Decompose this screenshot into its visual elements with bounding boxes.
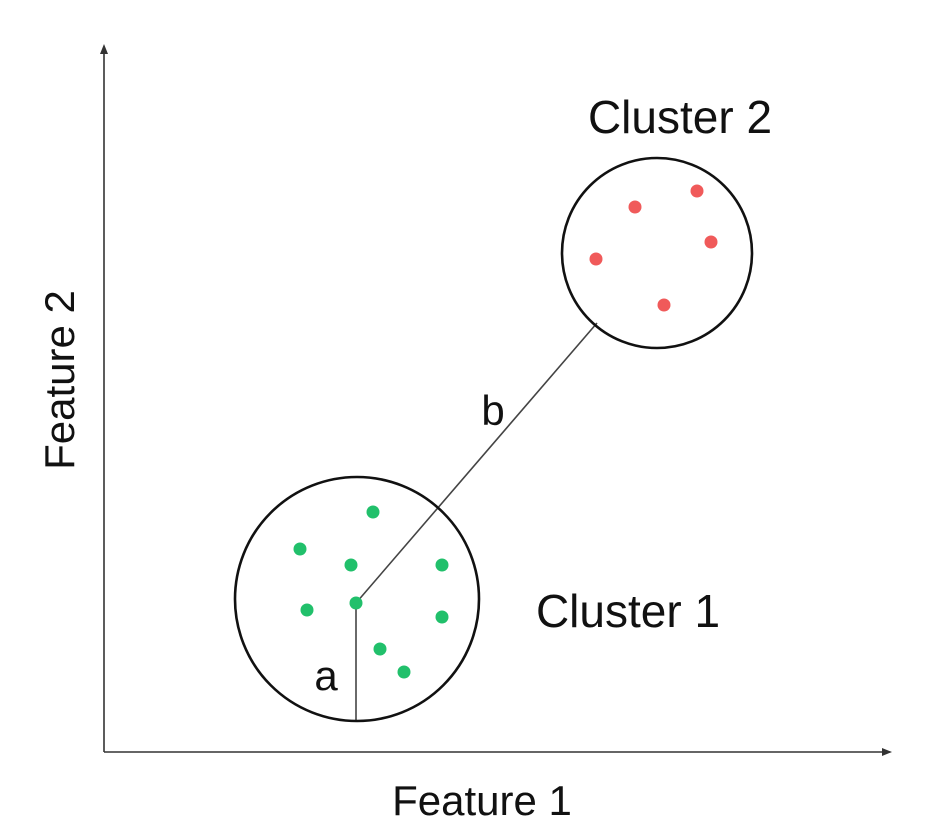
cluster-2-boundary: [560, 156, 754, 350]
x-axis-arrowhead: [882, 748, 892, 756]
cluster-2: Cluster 2: [560, 91, 772, 350]
cluster-2-point: [628, 200, 642, 214]
cluster-1-label: Cluster 1: [536, 585, 720, 637]
cluster-1: Cluster 1: [233, 475, 720, 723]
cluster-1-points: [293, 505, 449, 679]
cluster-2-point: [704, 235, 718, 249]
axes: [100, 44, 892, 756]
distance-b-label: b: [481, 387, 504, 434]
cluster-1-point: [435, 610, 449, 624]
cluster-2-points: [589, 184, 718, 312]
cluster-1-point: [344, 558, 358, 572]
cluster-1-point: [366, 505, 380, 519]
cluster-1-boundary: [233, 475, 481, 723]
y-axis-arrowhead: [100, 44, 108, 54]
cluster-2-point: [690, 184, 704, 198]
cluster-1-point: [373, 642, 387, 656]
cluster-1-point: [349, 596, 363, 610]
cluster-2-point: [589, 252, 603, 266]
cluster-2-label: Cluster 2: [588, 91, 772, 143]
cluster-1-point: [300, 603, 314, 617]
distance-a-label: a: [314, 652, 338, 699]
cluster-1-point: [293, 542, 307, 556]
cluster-2-point: [657, 298, 671, 312]
x-axis-label: Feature 1: [392, 777, 572, 824]
inter-cluster-distance-line: [355, 322, 598, 604]
cluster-1-point: [435, 558, 449, 572]
cluster-1-point: [397, 665, 411, 679]
y-axis-label: Feature 2: [36, 290, 83, 470]
